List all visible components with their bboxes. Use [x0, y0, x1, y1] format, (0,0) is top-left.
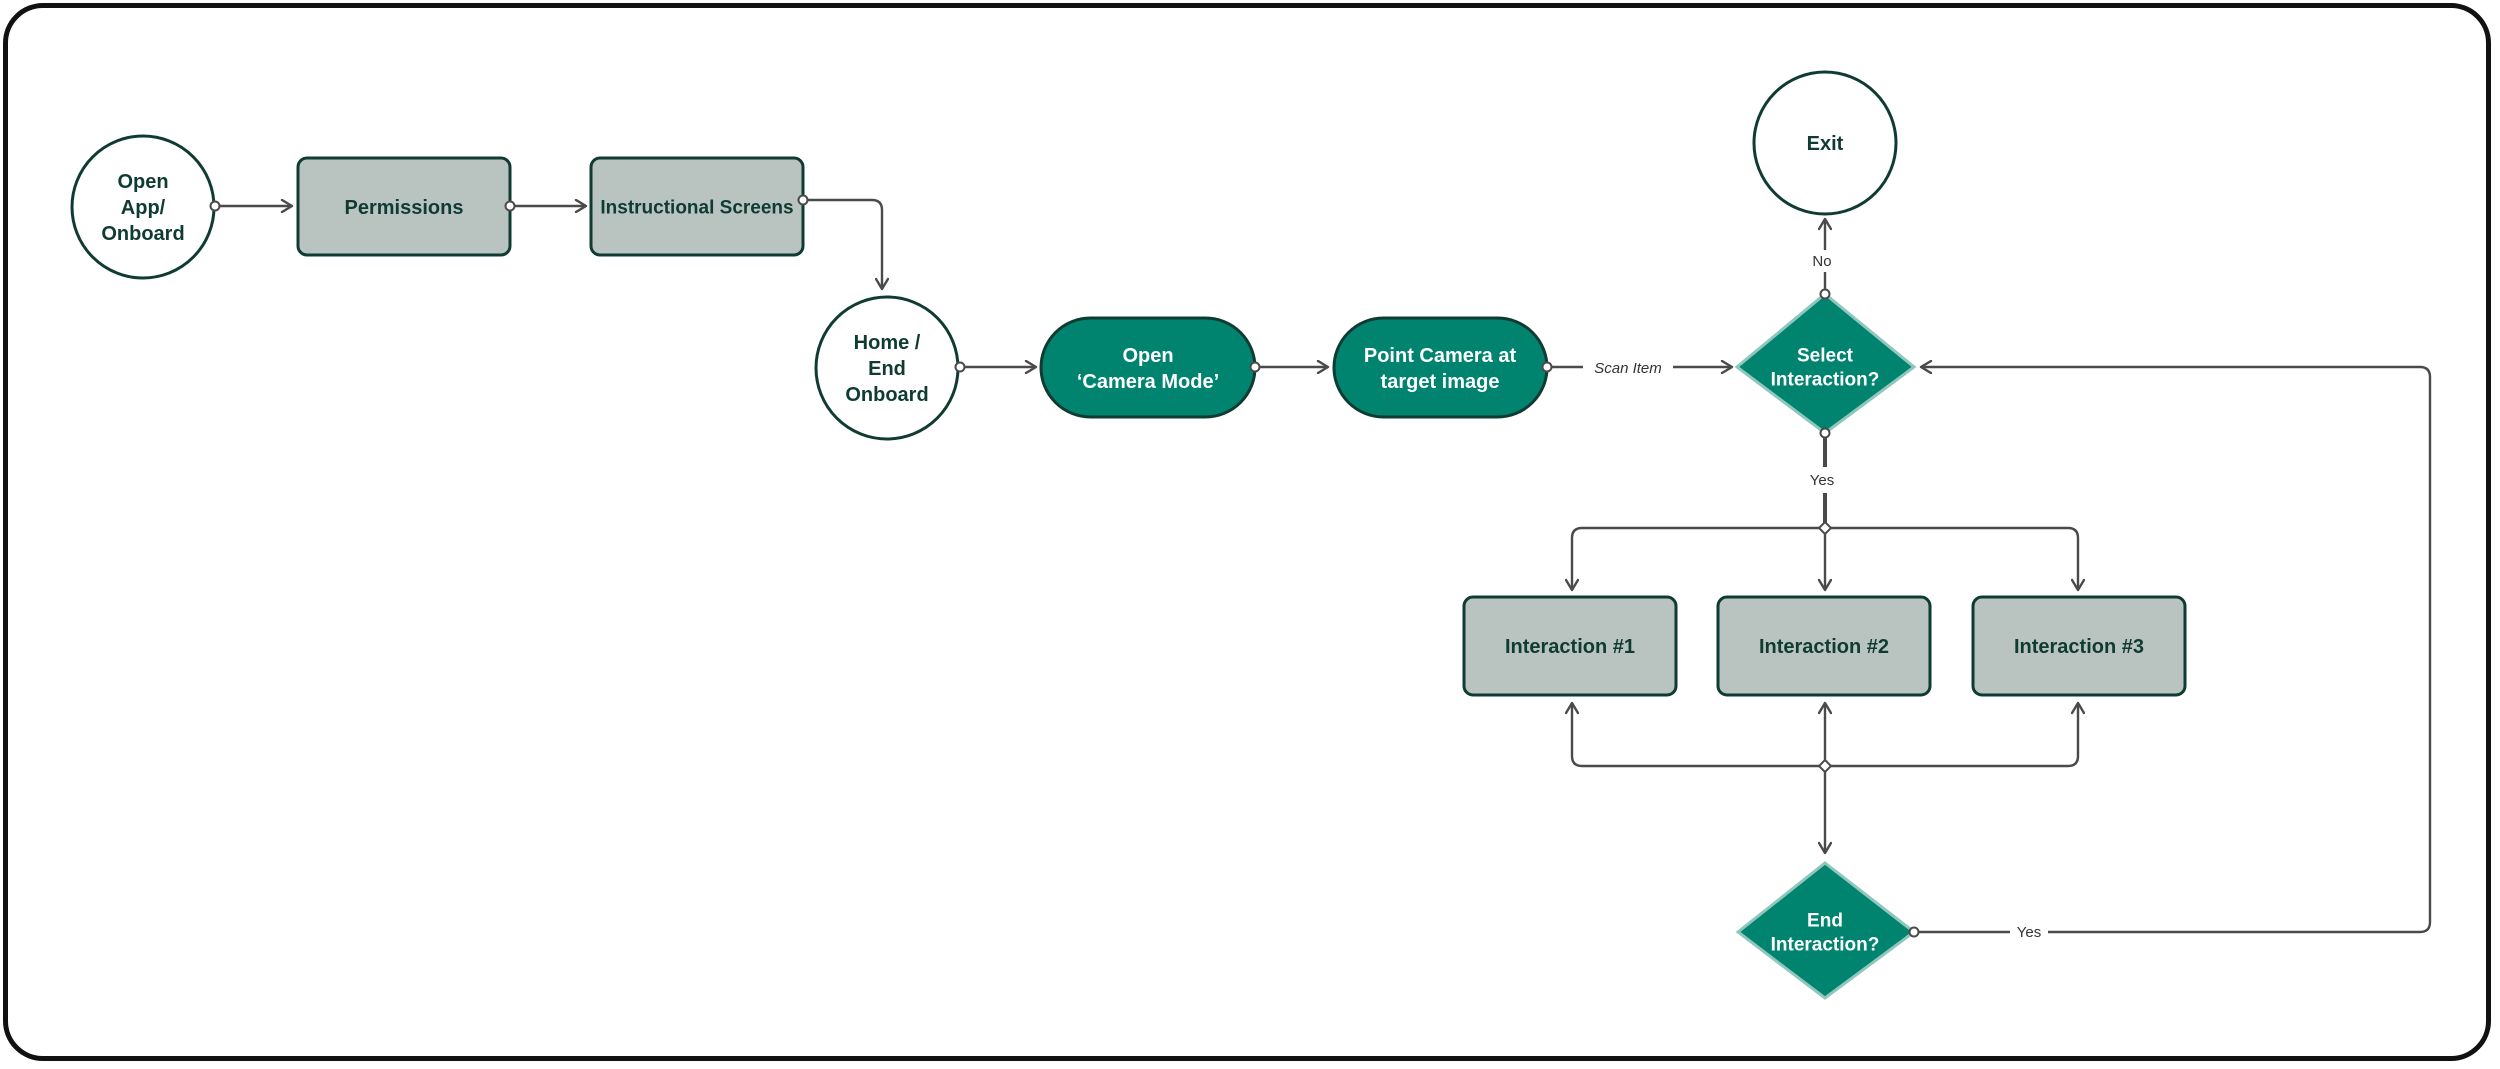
node-interaction-1-label: Interaction #1: [1505, 636, 1635, 658]
port-permissions-right: [504, 200, 516, 212]
node-instructional-screens-label: Instructional Screens: [600, 198, 793, 219]
split-junction: [1817, 520, 1833, 536]
connector-instructional-to-home: [803, 198, 882, 289]
connector-ports: [209, 194, 1920, 938]
label-line: Interaction #2: [1759, 636, 1889, 658]
node-point-camera-label: Point Camera at target image: [1364, 345, 1517, 393]
port-select-top: [1819, 288, 1831, 300]
connector-split-to-interaction1: [1572, 526, 1825, 590]
node-exit-label: Exit: [1807, 133, 1844, 155]
port-camera-right: [1249, 361, 1261, 373]
label-yes-select: Yes: [1810, 472, 1834, 489]
port-point-right: [1541, 361, 1553, 373]
label-line: Instructional Screens: [600, 198, 793, 219]
port-end-right: [1908, 926, 1920, 938]
node-interaction-1[interactable]: Interaction #1: [1462, 595, 1678, 697]
label-line: Open: [1122, 345, 1173, 367]
label-line: Home /: [854, 332, 921, 354]
label-line: Open: [117, 171, 168, 193]
node-open-camera-mode-label: Open ‘Camera Mode’: [1077, 345, 1219, 393]
node-exit[interactable]: Exit: [1752, 70, 1898, 216]
node-interaction-2[interactable]: Interaction #2: [1716, 595, 1932, 697]
node-interaction-3[interactable]: Interaction #3: [1971, 595, 2187, 697]
label-line: target image: [1381, 371, 1500, 393]
label-line: App/: [121, 197, 166, 219]
label-line: End: [868, 358, 906, 380]
connector-split-to-interaction3: [1825, 526, 2078, 590]
port-open-app-right: [209, 200, 221, 212]
label-no: No: [1812, 253, 1831, 270]
port-home-right: [954, 361, 966, 373]
connector-merge-to-interaction1: [1572, 703, 1825, 768]
label-line: ‘Camera Mode’: [1077, 371, 1219, 393]
label-scan-item: Scan Item: [1594, 360, 1662, 377]
node-instructional-screens[interactable]: Instructional Screens: [589, 156, 805, 257]
node-interaction-3-label: Interaction #3: [2014, 636, 2144, 658]
connectors: [215, 198, 2432, 934]
label-line: Exit: [1807, 133, 1844, 155]
label-line: Onboard: [845, 384, 928, 406]
port-select-bottom: [1819, 427, 1831, 439]
port-instructional-right: [797, 194, 809, 206]
merge-junction: [1817, 758, 1833, 774]
node-interaction-2-label: Interaction #2: [1759, 636, 1889, 658]
label-line: Interaction #3: [2014, 636, 2144, 658]
connector-yes-loop-to-select: [1921, 367, 2432, 934]
label-line: Interaction?: [1771, 935, 1880, 956]
label-line: Point Camera at: [1364, 345, 1517, 367]
label-yes-end: Yes: [2017, 924, 2041, 941]
node-point-camera[interactable]: Point Camera at target image: [1332, 316, 1549, 419]
connector-merge-to-interaction3: [1825, 703, 2078, 768]
node-open-camera-mode[interactable]: Open ‘Camera Mode’: [1039, 316, 1257, 419]
label-line: Select: [1797, 346, 1854, 367]
node-permissions[interactable]: Permissions: [296, 156, 512, 257]
label-line: Permissions: [345, 197, 464, 219]
label-line: End: [1807, 911, 1843, 932]
label-line: Interaction?: [1771, 370, 1880, 391]
node-permissions-label: Permissions: [345, 197, 464, 219]
label-line: Onboard: [101, 223, 184, 245]
label-line: Interaction #1: [1505, 636, 1635, 658]
